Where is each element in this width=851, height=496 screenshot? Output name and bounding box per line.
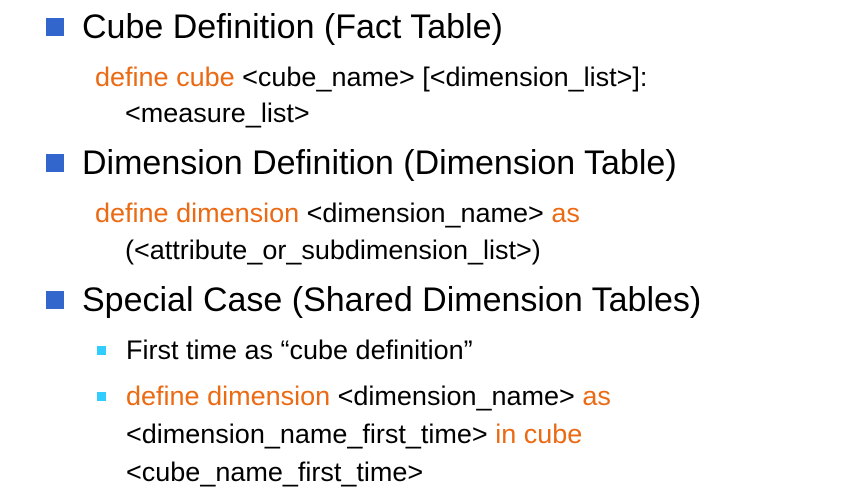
special-case-item-2: define dimension <dimension_name> as	[97, 380, 611, 412]
square-bullet-icon	[46, 18, 64, 36]
syntax-text: <dimension_name>	[330, 381, 583, 411]
syntax-text: <cube_name_first_time>	[126, 457, 424, 487]
keyword: define dimension	[95, 198, 300, 228]
syntax-text: <dimension_name>	[299, 198, 552, 228]
square-bullet-icon	[46, 291, 64, 309]
heading-cube-definition: Cube Definition (Fact Table)	[82, 8, 503, 46]
square-bullet-icon	[46, 154, 64, 172]
syntax-text: (<attribute_or_subdimension_list>)	[125, 235, 541, 265]
keyword: as	[551, 198, 580, 228]
syntax-text: <dimension_name_first_time>	[126, 419, 496, 449]
dimension-definition-line-2: (<attribute_or_subdimension_list>)	[125, 234, 541, 266]
heading-special-case: Special Case (Shared Dimension Tables)	[82, 281, 702, 319]
special-case-item-2-line-2: <dimension_name_first_time> in cube	[126, 418, 582, 450]
keyword: in cube	[495, 419, 583, 449]
section-dimension-definition: Dimension Definition (Dimension Table)	[46, 143, 677, 183]
syntax-text: First time as “cube definition”	[126, 335, 473, 365]
keyword: define cube	[95, 62, 235, 92]
section-special-case: Special Case (Shared Dimension Tables)	[46, 280, 701, 320]
small-square-bullet-icon	[97, 345, 106, 355]
heading-dimension-definition: Dimension Definition (Dimension Table)	[82, 144, 677, 182]
section-cube-definition: Cube Definition (Fact Table)	[46, 7, 503, 47]
keyword: define dimension	[126, 381, 331, 411]
dimension-definition-line-1: define dimension <dimension_name> as	[95, 197, 580, 229]
special-case-item-1: First time as “cube definition”	[97, 334, 473, 366]
cube-definition-line-2: <measure_list>	[125, 97, 310, 129]
keyword: as	[582, 381, 611, 411]
syntax-text: <cube_name> [<dimension_list>]:	[234, 62, 648, 92]
small-square-bullet-icon	[97, 391, 106, 401]
special-case-item-2-line-3: <cube_name_first_time>	[126, 456, 423, 488]
syntax-text: <measure_list>	[125, 98, 310, 128]
cube-definition-line-1: define cube <cube_name> [<dimension_list…	[95, 61, 647, 93]
